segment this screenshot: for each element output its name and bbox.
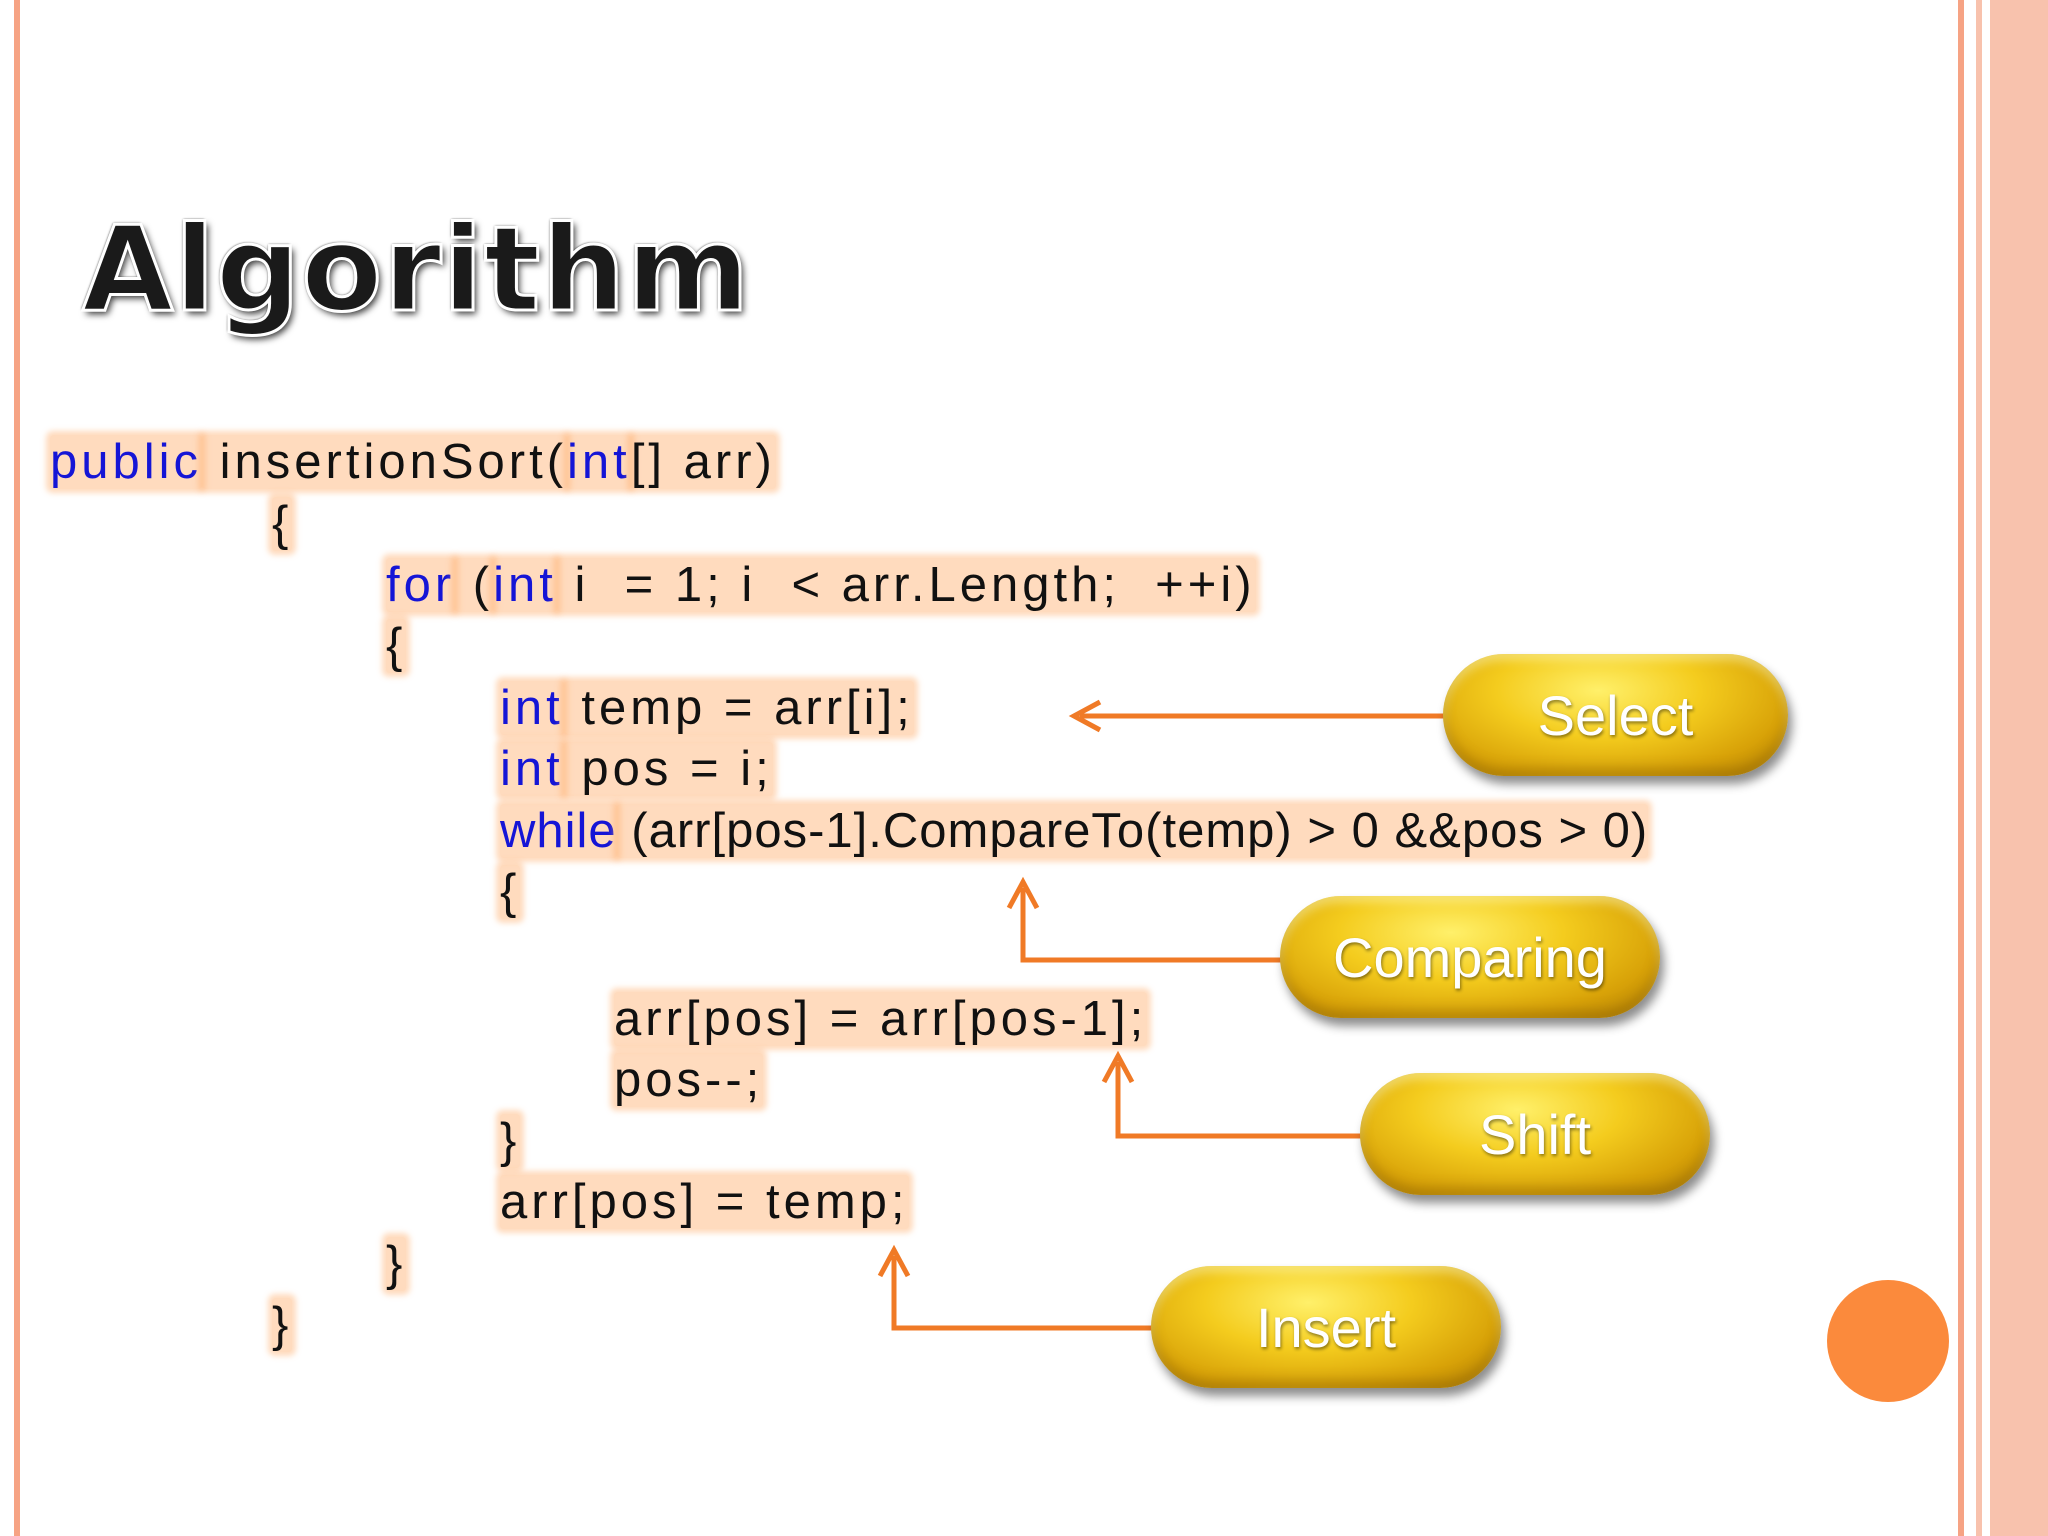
code-line: arr[pos] = temp; [500,1172,909,1232]
slide-title: Algorithm [80,200,751,338]
code-line: } [500,1111,521,1171]
shift-arrow [1115,1062,1362,1139]
code-line: while (arr[pos-1].CompareTo(temp) > 0 &&… [500,801,1649,861]
comparing-arrow [1020,888,1282,963]
code-line: } [386,1234,407,1294]
code-keyword: public [50,435,203,489]
arrowhead [877,1244,911,1278]
code-line: int temp = arr[i]; [500,678,914,738]
code-text: } [272,1298,293,1352]
code-text: [] arr) [630,435,776,489]
code-text: i = 1; i < arr.Length; ++i) [556,558,1256,612]
code-keyword: while [500,804,617,858]
code-line: { [500,862,521,922]
code-line: pos--; [614,1050,764,1110]
code-text: } [386,1237,407,1291]
left-border [14,0,20,1536]
code-line: int pos = i; [500,739,773,799]
accent-dot [1827,1280,1949,1402]
code-text: (arr[pos-1].CompareTo(temp) > 0 &&pos > … [616,804,1649,858]
code-text: pos--; [614,1053,764,1107]
code-keyword: int [500,681,564,735]
arrowhead [1006,876,1040,910]
code-line: public insertionSort(int[] arr) [50,432,776,492]
right-border-band [1990,0,2048,1536]
arrowhead [1068,699,1102,733]
code-text: pos = i; [563,742,773,796]
code-text: } [500,1114,521,1168]
code-keyword: int [500,742,564,796]
right-border-inner [1958,0,1964,1536]
code-keyword: int [493,558,557,612]
code-line: { [272,494,293,554]
code-text: temp = arr[i]; [563,681,914,735]
code-text: { [500,865,521,919]
code-line: } [272,1295,293,1355]
code-line: for (int i = 1; i < arr.Length; ++i) [386,555,1256,615]
code-text: arr[pos] = temp; [500,1175,909,1229]
code-text: { [386,619,407,673]
comparing-callout: Comparing [1280,896,1660,1018]
code-keyword: int [567,435,631,489]
code-text: ( [455,558,494,612]
shift-callout: Shift [1360,1073,1710,1195]
code-text: insertionSort( [202,435,568,489]
code-line: { [386,616,407,676]
select-callout: Select [1443,654,1788,776]
code-text: arr[pos] = arr[pos-1]; [614,992,1148,1046]
right-border-stripe [1976,0,1982,1536]
insert-callout: Insert [1151,1266,1501,1388]
code-text: { [272,497,293,551]
insert-arrow [891,1256,1152,1331]
code-keyword: for [386,558,456,612]
arrowhead [1101,1050,1135,1084]
code-line: arr[pos] = arr[pos-1]; [614,989,1148,1049]
